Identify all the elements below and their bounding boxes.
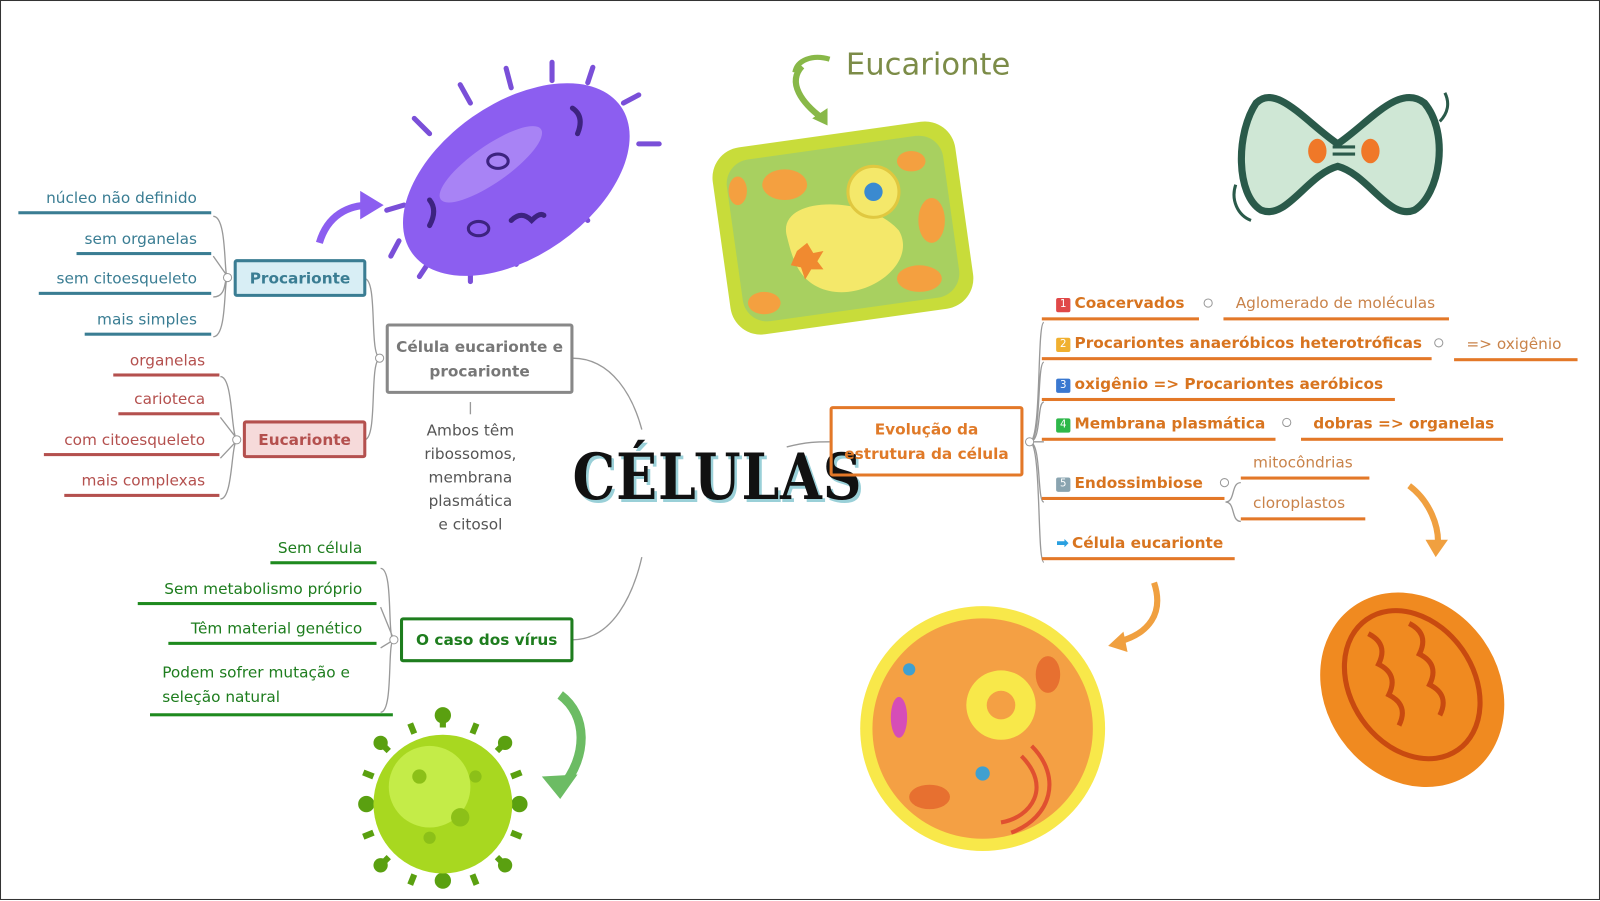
step-label: Endossimbiose xyxy=(1074,473,1203,492)
detail-dobras-organelas[interactable]: dobras => organelas xyxy=(1301,414,1504,441)
note-line: e citosol xyxy=(438,515,503,534)
leaf-mais-simples[interactable]: mais simples xyxy=(84,310,212,336)
node-celula-eucarionte-procarionte[interactable]: Célula eucarionte e procarionte xyxy=(385,323,574,394)
number-badge: 2 xyxy=(1056,337,1071,353)
eucarionte-illustration-label: Eucarionte xyxy=(845,46,1011,83)
leaf-mutacao[interactable]: Podem sofrer mutação e seleção natural xyxy=(149,660,393,717)
leaf-line: seleção natural xyxy=(162,687,281,707)
note-line: plasmática xyxy=(428,491,513,511)
note-line: membrana xyxy=(428,468,513,487)
note-ambos-tem: Ambos têm ribossomos, membrana plasmátic… xyxy=(409,419,531,536)
step-label: Coacervados xyxy=(1074,293,1185,313)
leaf-material-genetico[interactable]: Têm material genético xyxy=(168,619,377,645)
leaf-nucleo-nao-definido[interactable]: núcleo não definido xyxy=(18,189,212,215)
node-caso-dos-virus[interactable]: O caso dos vírus xyxy=(399,617,574,663)
detail-cloroplastos[interactable]: cloroplastos xyxy=(1240,494,1366,521)
mitochondrion-illustration xyxy=(1320,483,1505,788)
step-celula-eucarionte[interactable]: ➡Célula eucarionte xyxy=(1041,533,1235,561)
dividing-cell-illustration xyxy=(1232,92,1450,222)
bacterium-illustration xyxy=(315,59,662,285)
virus-illustration xyxy=(358,691,586,889)
note-line: ribossomos, xyxy=(424,444,517,464)
central-title[interactable]: CÉLULAS xyxy=(572,439,863,515)
leaf-sem-organelas[interactable]: sem organelas xyxy=(76,230,212,256)
animal-cell-illustration xyxy=(860,581,1161,852)
note-line: Ambos têm xyxy=(426,421,515,440)
plant-cell-illustration xyxy=(712,54,974,335)
number-badge: 1 xyxy=(1056,297,1071,313)
leaf-line: Podem sofrer mutação e xyxy=(162,663,350,682)
node-line: Evolução da xyxy=(874,419,979,439)
leaf-mais-complexas[interactable]: mais complexas xyxy=(64,471,220,497)
leaf-sem-citoesqueleto[interactable]: sem citoesqueleto xyxy=(38,269,212,295)
number-badge: 4 xyxy=(1056,418,1071,433)
leaf-com-citoesqueleto[interactable]: com citoesqueleto xyxy=(43,431,220,457)
number-badge: 3 xyxy=(1056,378,1071,393)
node-evolucao[interactable]: Evolução da estrutura da célula xyxy=(829,406,1024,477)
leaf-carioteca[interactable]: carioteca xyxy=(118,390,220,416)
leaf-sem-celula[interactable]: Sem célula xyxy=(270,539,377,565)
leaf-organelas[interactable]: organelas xyxy=(113,351,220,377)
detail-aglomerado[interactable]: Aglomerado de moléculas xyxy=(1223,294,1450,321)
detail-oxigenio[interactable]: => oxigênio xyxy=(1454,335,1578,362)
number-badge: 5 xyxy=(1056,477,1071,492)
detail-mitocondrias[interactable]: mitocôndrias xyxy=(1240,453,1370,480)
leaf-sem-metabolismo[interactable]: Sem metabolismo próprio xyxy=(137,580,377,606)
node-procarionte[interactable]: Procarionte xyxy=(233,259,367,297)
step-label: Procariontes anaeróbicos heterotróficas xyxy=(1074,333,1423,353)
node-line: estrutura da célula xyxy=(844,444,1009,463)
step-label: Membrana plasmática xyxy=(1074,414,1266,433)
arrow-right-icon: ➡ xyxy=(1056,533,1069,553)
step-label: oxigênio => Procariontes aeróbicos xyxy=(1074,374,1384,393)
node-eucarionte[interactable]: Eucarionte xyxy=(242,420,367,459)
step-label: Célula eucarionte xyxy=(1072,533,1224,553)
